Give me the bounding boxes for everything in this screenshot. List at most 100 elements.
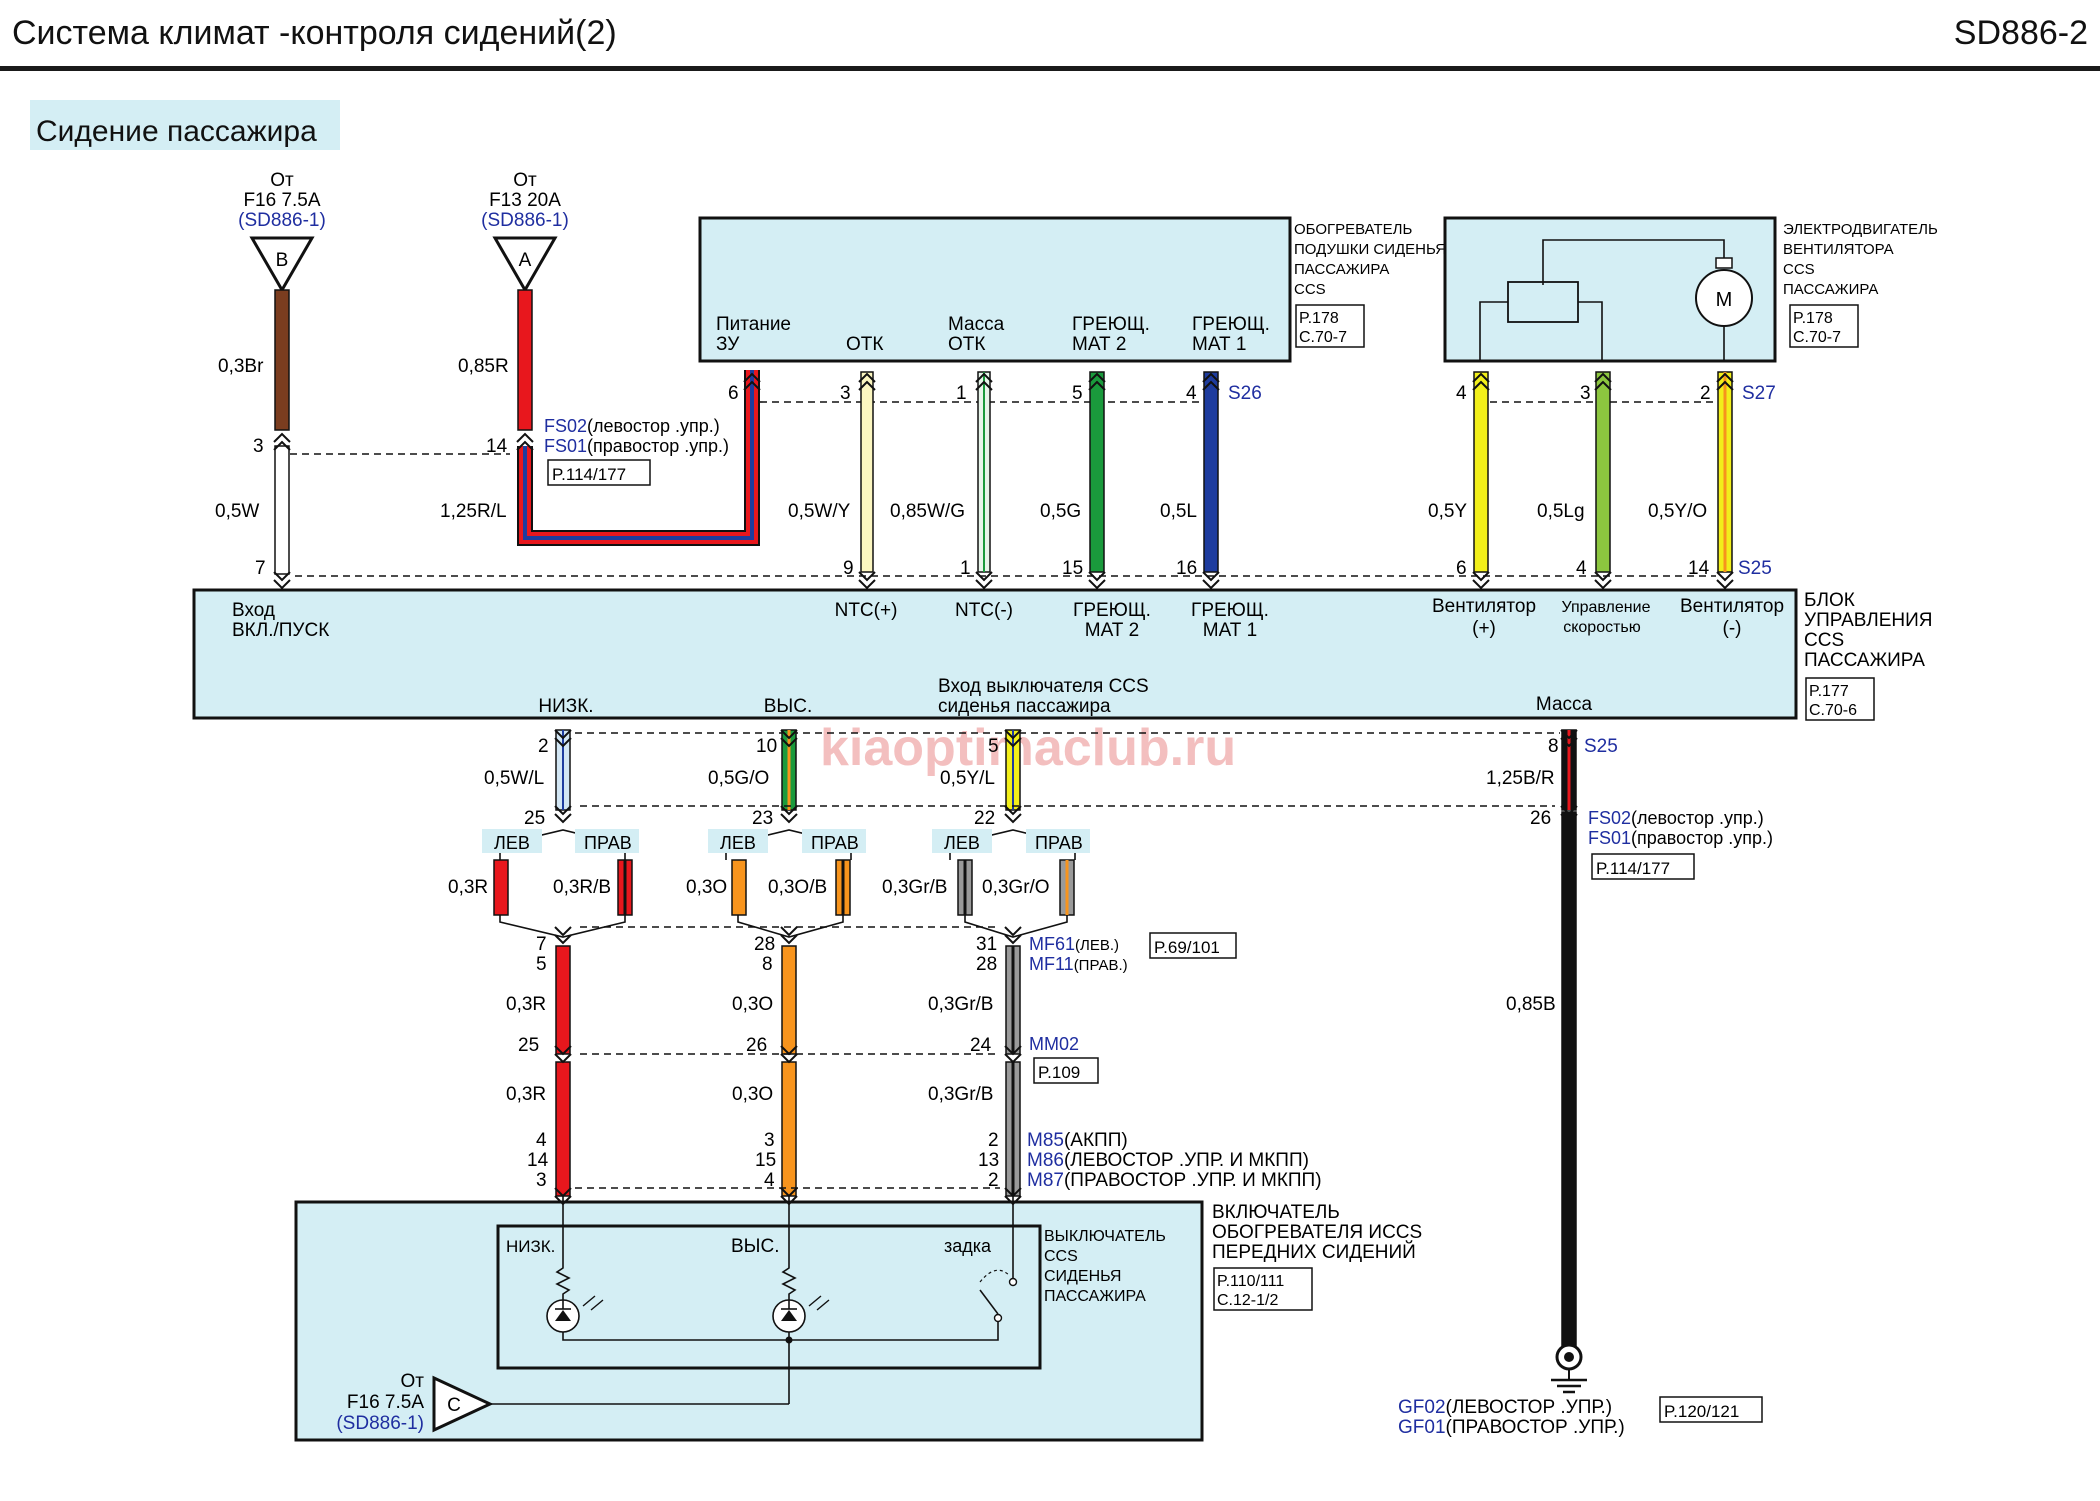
m86-line: M86(ЛЕВОСТОР .УПР. И МКПП) (1027, 1150, 1309, 1171)
wire-mat1 (1203, 371, 1219, 573)
source-b-from: От (270, 170, 294, 191)
mm-pin-25: 25 (518, 1035, 539, 1056)
heater-ref-box (1295, 304, 1365, 348)
branch-wire-3: 1,25B/R (1486, 768, 1555, 789)
mm-ref-box (1033, 1057, 1099, 1084)
svg-text:4: 4 (536, 1130, 547, 1151)
mm-ref: P.109 (1038, 1063, 1080, 1082)
pin-a-14: 14 (486, 436, 508, 457)
ccs-fan-minus-b: (-) (1723, 618, 1742, 639)
ccs-pin-15: 15 (1062, 558, 1083, 579)
svg-text:ПРАВ: ПРАВ (811, 833, 859, 853)
split-label-o: 0,3O (686, 877, 727, 898)
motor-title: ЭЛЕКТРОДВИГАТЕЛЬ ВЕНТИЛЯТОРА CCS ПАССАЖИ… (1783, 221, 1938, 298)
switch-ref-box (1213, 1267, 1313, 1311)
ccs-fan-plus-a: Вентилятор (1432, 596, 1536, 617)
svg-text:3: 3 (764, 1130, 775, 1151)
svg-text:2: 2 (988, 1130, 999, 1151)
wire-label-wg: 0,85W/G (890, 501, 965, 522)
ccs-ntc-minus: NTC(-) (955, 600, 1013, 621)
heater-conn-s26: S26 (1228, 383, 1262, 404)
source-a-fuse: F13 20A (489, 190, 561, 211)
motor-ref-1: P.178 (1793, 310, 1833, 327)
switch-inner-title: ВЫКЛЮЧАТЕЛЬ CCS СИДЕНЬЯ ПАССАЖИРА (1044, 1228, 1166, 1305)
switch-back-label: задка (944, 1236, 992, 1256)
ccs-pin-9: 9 (843, 558, 854, 579)
source-b-letter: B (276, 250, 289, 271)
page-title: Система климат -контроля сидений(2) (12, 14, 617, 52)
ccs-switch-in-1: Вход выключателя CCS (938, 676, 1149, 697)
heater-pin-label-6a: Питание (716, 314, 791, 335)
motor-ref-box (1789, 304, 1859, 348)
svg-text:CCS: CCS (1294, 281, 1326, 298)
ground-wire-label: 0,85B (1506, 994, 1556, 1015)
heater-pin-label-3: ОТК (846, 334, 883, 355)
ground-wire-b (1561, 811, 1577, 1353)
mid-wire-r (555, 945, 571, 1055)
ccs-pin-6: 6 (1456, 558, 1467, 579)
svg-text:ЛЕВ: ЛЕВ (494, 833, 530, 853)
ccs-switch-inner (496, 1224, 1042, 1370)
ccs-conn-s25-top: S25 (1738, 558, 1772, 579)
ccs-switch-in-2: сиденья пассажира (938, 696, 1111, 717)
ccs-fan-minus-a: Вентилятор (1680, 596, 1784, 617)
wire-label-b-top: 0,3Br (218, 356, 264, 377)
wire-label-a-low: 1,25R/L (440, 501, 507, 522)
high-led-rays-icon (808, 1295, 830, 1311)
heater-pin-label-6b: ЗУ (716, 334, 740, 355)
heater-pin-label-4a: ГРЕЮЩ. (1192, 314, 1270, 335)
ground-ref: P.120/121 (1664, 1402, 1739, 1421)
svg-text:ВКЛЮЧАТЕЛЬ: ВКЛЮЧАТЕЛЬ (1212, 1202, 1340, 1223)
split-label-gro: 0,3Gr/O (982, 877, 1050, 898)
branch-wire-1: 0,5G/O (708, 768, 769, 789)
ccs-bot-pin-2: 2 (538, 736, 549, 757)
motor-wire-inner (1542, 239, 1725, 285)
low-label-grb: 0,3Gr/B (928, 1084, 993, 1105)
heater-ref-2: C.70-7 (1299, 329, 1347, 346)
wire-ntc-plus (860, 371, 874, 573)
svg-text:4: 4 (764, 1170, 775, 1191)
watermark: kiaoptimaclub.ru (820, 719, 1236, 777)
mf-pin-5: 5 (536, 954, 547, 975)
heater-pin-5: 5 (1072, 383, 1083, 404)
split-label-grb: 0,3Gr/B (882, 877, 947, 898)
switch-title: ВКЛЮЧАТЕЛЬ ОБОГРЕВАТЕЛЯ ИССS ПЕРЕДНИХ СИ… (1212, 1202, 1422, 1263)
mf-ref-box (1149, 932, 1237, 959)
heater-title: ОБОГРЕВАТЕЛЬ ПОДУШКИ СИДЕНЬЯ ПАССАЖИРА C… (1294, 221, 1446, 298)
source-a-triangle (492, 236, 558, 294)
fs01-bot-line: FS01(правостор .упр.) (1588, 828, 1773, 848)
mf-pin-28a: 28 (754, 934, 775, 955)
ccs-fan-plus-b: (+) (1472, 618, 1496, 639)
section-label: Сидение пассажира (36, 115, 317, 148)
mm-pin-24: 24 (970, 1035, 992, 1056)
ccs-ref-1: P.177 (1809, 683, 1849, 700)
mf-pin-8: 8 (762, 954, 773, 975)
ccs-title: БЛОК УПРАВЛЕНИЯ CCS ПАССАЖИРА (1804, 590, 1933, 671)
wire-label-yo: 0,5Y/O (1648, 501, 1707, 522)
switch-high-label: ВЫС. (731, 1236, 780, 1257)
wire-label-wy: 0,5W/Y (788, 501, 851, 522)
m-pins-col2: 3 15 4 (755, 1130, 776, 1191)
branch-pin-25: 25 (524, 808, 545, 829)
back-switch-arc (979, 1269, 1011, 1283)
fs-bot-ref: P.114/177 (1596, 859, 1670, 878)
ground-icon (1551, 1343, 1587, 1394)
low-wire-o (781, 1061, 797, 1197)
svg-text:3: 3 (536, 1170, 547, 1191)
mf-pin-31: 31 (976, 934, 997, 955)
wire-label-y: 0,5Y (1428, 501, 1467, 522)
switch-bus (562, 1322, 999, 1341)
m85-line: M85(АКПП) (1027, 1130, 1128, 1151)
split-label-ob: 0,3O/B (768, 877, 827, 898)
svg-text:ОБОГРЕВАТЕЛЬ: ОБОГРЕВАТЕЛЬ (1294, 221, 1412, 238)
ccs-bot-pin-8: 8 (1548, 736, 1559, 757)
low-led-rays-icon (582, 1295, 604, 1311)
motor-pin-2: 2 (1700, 383, 1711, 404)
mm02-label: MM02 (1029, 1034, 1079, 1054)
mid-label-r: 0,3R (506, 994, 546, 1015)
svg-text:ПАССАЖИРА: ПАССАЖИРА (1044, 1288, 1146, 1305)
ccs-pin-14: 14 (1688, 558, 1710, 579)
svg-text:CCS: CCS (1783, 261, 1815, 278)
svg-text:БЛОК: БЛОК (1804, 590, 1855, 611)
branch-wire-2: 0,5Y/L (940, 768, 995, 789)
